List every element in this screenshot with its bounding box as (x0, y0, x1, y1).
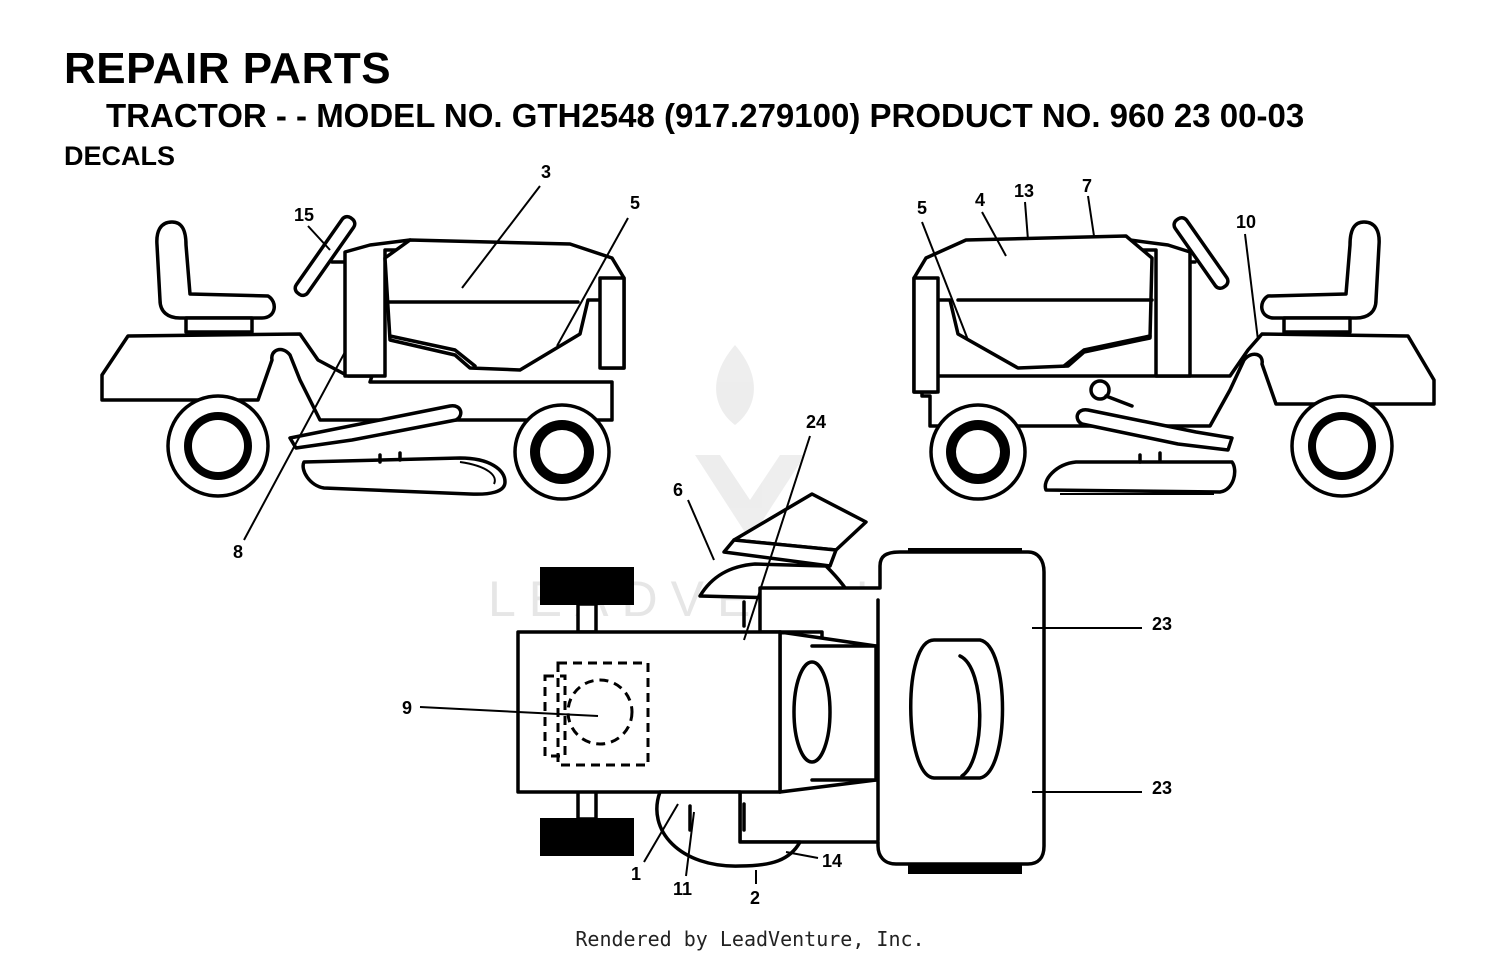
hood-shape (912, 234, 1154, 394)
leader-15 (307, 225, 331, 251)
callout-2: 2 (750, 888, 760, 908)
page-title: REPAIR PARTS (64, 44, 392, 93)
hood-mid-lines (810, 644, 878, 782)
grille (598, 276, 626, 370)
seat-shape (1260, 220, 1381, 320)
callout-10: 10 (1236, 212, 1256, 232)
leader-9 (419, 706, 599, 717)
leader-4 (981, 211, 1007, 257)
grille (912, 276, 940, 394)
callout-23-bottom: 23 (1152, 778, 1172, 798)
callout-15: 15 (294, 205, 314, 225)
hood-shape (383, 238, 626, 372)
leader-6 (687, 499, 715, 561)
callout-14: 14 (822, 851, 842, 871)
front-left-axle (576, 602, 598, 634)
callout-24: 24 (806, 412, 826, 432)
section-label: DECALS (64, 141, 176, 171)
hood-lower (1062, 334, 1152, 368)
callout-5-right: 5 (917, 198, 927, 218)
callout-8: 8 (233, 542, 243, 562)
leader-1 (643, 803, 679, 863)
rear-hub (192, 420, 244, 472)
leader-13 (1024, 201, 1029, 241)
tractor-top-view: 24 6 9 23 23 1 11 2 14 (402, 412, 1172, 908)
oval-panel (792, 660, 832, 764)
callout-6: 6 (673, 480, 683, 500)
seat-shape (155, 220, 276, 320)
callout-23-top: 23 (1152, 614, 1172, 634)
deck-chute (459, 461, 496, 485)
callout-4: 4 (975, 190, 985, 210)
front-right-axle (576, 789, 598, 821)
hood-lower (388, 334, 477, 368)
leader-3 (461, 185, 541, 289)
callout-5-left: 5 (630, 193, 640, 213)
lift-lever (1104, 394, 1134, 408)
rear-hub (1316, 420, 1368, 472)
watermark-logo (695, 345, 805, 540)
leader-8 (243, 351, 346, 541)
deck-hangers (378, 451, 402, 464)
discharge-chute (655, 790, 802, 868)
body-shape (920, 332, 1436, 428)
mower-deck (1043, 460, 1237, 494)
steering-column-top (722, 538, 838, 568)
callout-1: 1 (631, 864, 641, 884)
front-hub (540, 430, 584, 474)
steering-wheel (1172, 216, 1230, 290)
leader-10 (1244, 233, 1259, 341)
callout-9: 9 (402, 698, 412, 718)
seat-back-line (958, 654, 982, 778)
callout-7: 7 (1082, 176, 1092, 196)
engine-circle (566, 678, 634, 746)
footer-credit: Rendered by LeadVenture, Inc. (575, 927, 925, 951)
deck-hangers (1138, 451, 1162, 464)
leader-7 (1087, 195, 1095, 237)
seat-base (184, 316, 254, 334)
callout-3: 3 (541, 162, 551, 182)
leader-11 (685, 811, 695, 877)
leader-14 (785, 851, 819, 859)
tractor-left-view: 3 5 15 8 (100, 162, 640, 562)
front-left-tire (540, 567, 634, 605)
leader-5-right (921, 221, 969, 341)
footrest (1075, 408, 1234, 452)
front-hub (956, 430, 1000, 474)
engine-side (543, 674, 567, 758)
mower-deck (301, 456, 507, 496)
model-subtitle: TRACTOR - - MODEL NO. GTH2548 (917.27910… (106, 97, 1305, 134)
callout-11: 11 (673, 879, 692, 899)
leader-24 (743, 435, 811, 641)
leader-5-left (556, 217, 629, 347)
seat-top (909, 638, 1005, 780)
footrest (288, 404, 463, 450)
steering-wheel (293, 214, 357, 298)
tractor-right-view: 5 4 13 7 10 (912, 176, 1436, 501)
seat-base (1282, 316, 1352, 334)
callout-13: 13 (1014, 181, 1034, 201)
front-right-tire (540, 818, 634, 856)
lift-knob (1089, 379, 1111, 401)
